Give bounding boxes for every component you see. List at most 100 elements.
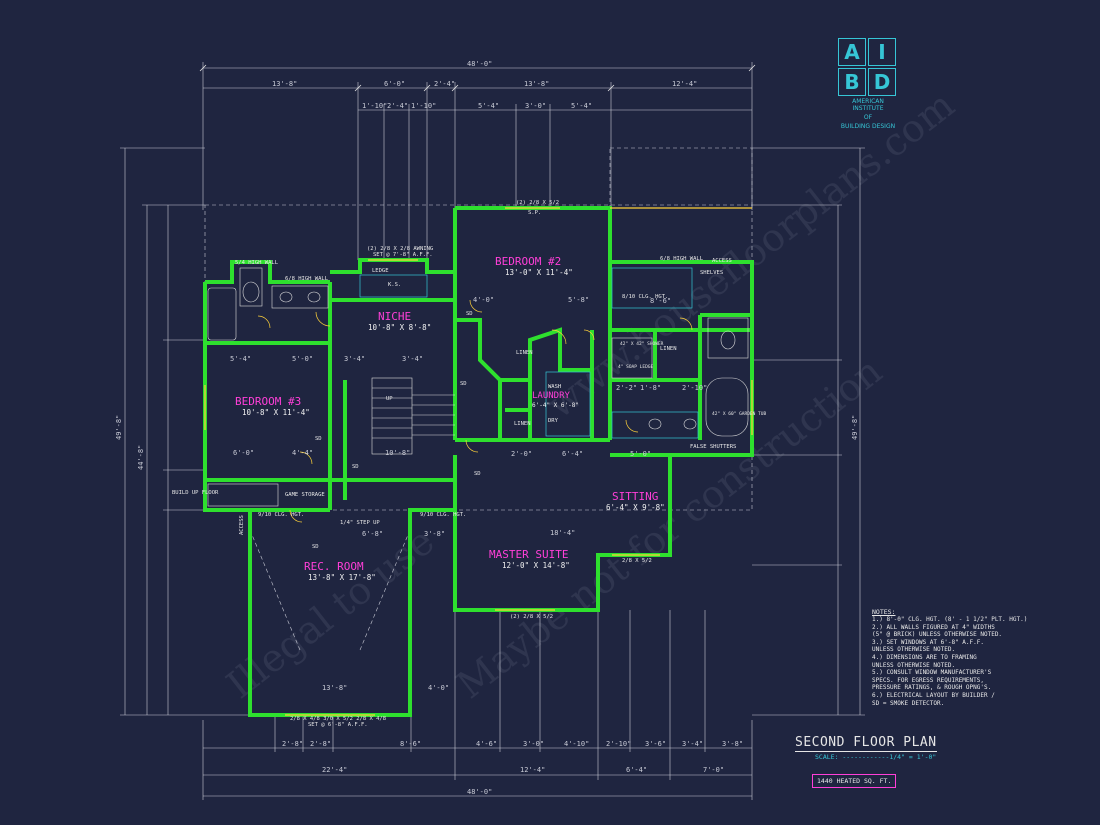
master-name: MASTER SUITE [489, 548, 568, 561]
dim-label: 3'-0" [525, 102, 546, 110]
notes-block: NOTES: 1.) 8'-0" CLG. HGT. (8' - 1 1/2" … [872, 608, 1052, 707]
smoke-detector-label: SD [460, 381, 467, 387]
master-size: 12'-0" X 14'-8" [502, 561, 570, 570]
overall-bottom-dim: 48'-0" [467, 788, 492, 796]
ledge-label: LEDGE [372, 268, 389, 274]
note-line: UNLESS OTHERWISE NOTED. [872, 661, 956, 669]
dim-label: 4'-4" [292, 449, 313, 457]
dim-label: 2'-4" [434, 80, 455, 88]
access-label: ACCESS [712, 258, 732, 264]
laundry-size: 6'-4" X 6'-8" [532, 402, 579, 409]
plan-scale: SCALE: ------------1/4" = 1'-0" [815, 753, 937, 761]
logo-letter: A [838, 38, 866, 66]
garden-tub-label: 42" X 60" GARDEN TUB [712, 411, 766, 417]
plan-title: SECOND FLOOR PLAN [795, 735, 937, 752]
niche-size: 10'-8" X 8'-8" [368, 323, 431, 332]
dim-label: 10'-8" [385, 449, 410, 457]
logo-name-1: AMERICAN INSTITUTE [852, 98, 884, 112]
high-wall-label: 5/4 HIGH WALL [235, 260, 279, 266]
note-line: 6.) ELECTRICAL LAYOUT BY BUILDER / [872, 691, 995, 699]
dim-label: 6'-0" [233, 449, 254, 457]
dim-label: 3'-8" [722, 740, 743, 748]
window-label: 2/8 X 4/8 3/0 X 5/2 2/8 X 4/8 [290, 716, 386, 722]
smoke-detector-label: SD [352, 464, 359, 470]
dim-label: 13'-8" [272, 80, 297, 88]
dim-label: 3'-4" [402, 355, 423, 363]
build-floor-label: BUILD UP FLOOR [172, 490, 219, 496]
logo-letter: D [868, 68, 896, 96]
note-line: UNLESS OTHERWISE NOTED. [872, 646, 956, 654]
note-line: 3.) SET WINDOWS AT 6'-8" A.F.F. [872, 638, 984, 646]
smoke-detector-label: SD [312, 544, 319, 550]
bedroom2-size: 13'-0" X 11'-4" [505, 268, 573, 277]
left-overall-dim: 49'-8" [115, 415, 123, 440]
high-wall-label: 6/8 HIGH WALL [285, 276, 329, 282]
dim-label: 2'-10" [606, 740, 631, 748]
sitting-name: SITTING [612, 490, 658, 503]
logo-letter: I [868, 38, 896, 66]
linen-label: LINEN [516, 350, 533, 356]
sitting-size: 6'-4" X 9'-8" [606, 503, 665, 512]
bottom-dimensions: 22'-4" 12'-4" 6'-4" 7'-0" 48'-0" 2'-8" 2… [202, 610, 753, 800]
game-storage-label: GAME STORAGE [285, 492, 325, 498]
smoke-detector-label: SD [466, 311, 473, 317]
logo-letter: B [838, 68, 866, 96]
dim-label: 8'-6" [400, 740, 421, 748]
dim-label: 2'-8" [310, 740, 331, 748]
dim-label: 7'-0" [703, 766, 724, 774]
dim-label: 4'-6" [476, 740, 497, 748]
bedroom2-name: BEDROOM #2 [495, 255, 561, 268]
linen-label: LINEN [660, 346, 677, 352]
rec-name: REC. ROOM [304, 560, 364, 573]
dim-label: 2'-4" [387, 102, 408, 110]
note-line: 4.) DIMENSIONS ARE TO FRAMING [872, 653, 977, 661]
window-label: (2) 2/8 X 5/2 [510, 614, 553, 620]
logo-row-bottom: B D [838, 68, 908, 96]
bedroom3-name: BEDROOM #3 [235, 395, 301, 408]
windows [204, 207, 753, 716]
note-line: 2.) ALL WALLS FIGURED AT 4" WIDTHS [872, 623, 995, 631]
dim-label: 12'-4" [672, 80, 697, 88]
dim-label: 1'-10" [362, 102, 387, 110]
dim-label: 4'-0" [428, 684, 449, 692]
shelves-label: SHELVES [700, 270, 723, 276]
ceiling-height-label: 8/10 CLG. HGT. [622, 294, 668, 300]
fixtures [207, 267, 749, 507]
awning-window-label: (2) 2/8 X 2/8 AWNING [367, 246, 433, 252]
wash-label: WASH [548, 384, 561, 390]
smoke-detector-label: SD [315, 436, 322, 442]
walls [203, 206, 754, 717]
overall-top-dim: 48'-0" [467, 60, 492, 68]
dim-label: 3'-4" [682, 740, 703, 748]
top-dimensions: 48'-0" 13'-8" 6'-0" 2'-4" 13'-8" 12'-4" … [199, 60, 756, 260]
dim-label: 2'-0" [511, 450, 532, 458]
notes-title: NOTES: [872, 608, 896, 616]
logo-name-2: OF [863, 114, 873, 121]
dim-label: 18'-4" [550, 529, 575, 537]
smoke-detector-label: SD [474, 471, 481, 477]
dim-label: 13'-8" [322, 684, 347, 692]
dim-label: 4'-10" [564, 740, 589, 748]
dim-label: 1'-10" [411, 102, 436, 110]
step-up-label: 1/4" STEP UP [340, 520, 380, 526]
dim-label: 5'-8" [568, 296, 589, 304]
dim-label: 4'-0" [473, 296, 494, 304]
soap-ledge-label: 4" SOAP LEDGE [618, 364, 654, 370]
bedroom3-size: 10'-8" X 11'-4" [242, 408, 310, 417]
dim-label: 22'-4" [322, 766, 347, 774]
dim-label: 6'-8" [362, 530, 383, 538]
dim-label: 6'-4" [626, 766, 647, 774]
ceiling-height-label: 9/10 CLG. HGT. [420, 512, 466, 518]
laundry-name: LAUNDRY [532, 391, 571, 401]
logo-name-3: BUILDING DESIGN [840, 123, 896, 130]
ks-label: K.S. [388, 282, 401, 288]
dim-label: 2'-2" [616, 384, 637, 392]
ceiling-height-label: 9/10 CLG. HGT. [258, 512, 304, 518]
note-line: 5.) CONSULT WINDOW MANUFACTURER'S [872, 669, 992, 677]
note-line: SPECS. FOR EGRESS REQUIREMENTS, [872, 676, 984, 684]
false-shutters-label: FALSE SHUTTERS [690, 444, 736, 450]
stairs: UP [371, 377, 455, 455]
note-line: PRESSURE RATINGS, & ROUGH OPNG'S. [872, 684, 992, 692]
note-line: (5" @ BRICK) UNLESS OTHERWISE NOTED. [872, 631, 1003, 639]
linen-label: LINEN [514, 421, 531, 427]
